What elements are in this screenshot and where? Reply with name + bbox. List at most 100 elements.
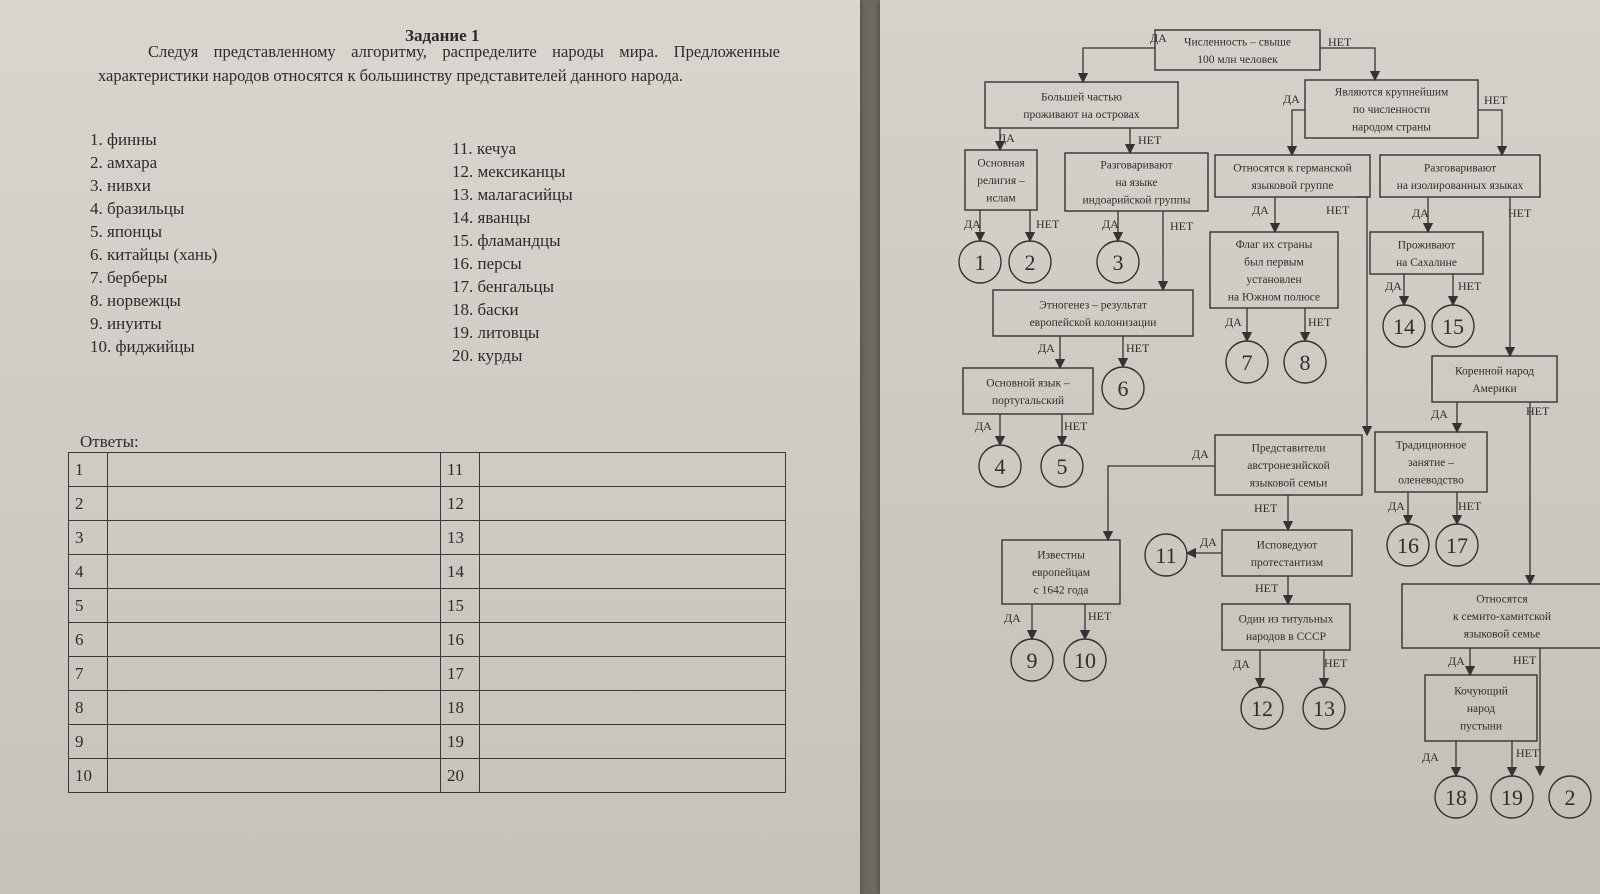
connector-arrow: [1355, 196, 1373, 437]
branch-no-label: НЕТ: [1328, 35, 1352, 49]
node-islam-box: [964, 149, 1038, 211]
answer-cell[interactable]: [107, 554, 441, 589]
leaf-number: 5: [1057, 454, 1068, 479]
answer-cell[interactable]: [479, 758, 786, 793]
row-number: 11: [440, 452, 480, 487]
node-ussr-text: народов в СССР: [1246, 631, 1326, 643]
answer-cell[interactable]: [107, 724, 441, 759]
node-indoaryan-text: индоарийской группы: [1082, 195, 1190, 207]
node-nomad-text: Кочующий: [1454, 686, 1508, 698]
branch-no-label: НЕТ: [1308, 315, 1332, 329]
connector-arrow: [1286, 109, 1305, 157]
node-reindeer-text: оленеводство: [1398, 475, 1464, 487]
branch-no-label: НЕТ: [1138, 133, 1162, 147]
leaf-number: 13: [1313, 696, 1335, 721]
node-reindeer-text: занятие –: [1408, 457, 1454, 469]
leaf-circle: [1101, 366, 1145, 410]
answer-cell[interactable]: [107, 758, 441, 793]
node-reindeer-box: [1374, 431, 1488, 493]
answer-cell[interactable]: [479, 486, 786, 521]
branch-yes-label: ДА: [1004, 611, 1021, 625]
answer-cell[interactable]: [107, 520, 441, 555]
peoples-list-left: 1. финны 2. амхара 3. нивхи 4. бразильцы…: [90, 128, 217, 358]
branch-no-label: НЕТ: [1458, 499, 1482, 513]
list-item: 15. фламандцы: [452, 231, 561, 250]
branch-no-label: НЕТ: [1254, 501, 1278, 515]
answer-cell[interactable]: [479, 690, 786, 725]
leaf-circle: [1386, 523, 1430, 567]
answer-cell[interactable]: [107, 622, 441, 657]
leaf-number: 10: [1074, 648, 1096, 673]
leaf-circle: [1240, 686, 1284, 730]
row-number: 3: [68, 520, 108, 555]
node-largest-text: Являются крупнейшим: [1335, 87, 1449, 99]
answer-cell[interactable]: [107, 486, 441, 521]
branch-no-label: НЕТ: [1324, 656, 1348, 670]
branch-no-label: НЕТ: [1516, 746, 1540, 760]
node-isolated-text: Разговаривают: [1424, 162, 1496, 174]
node-semitic-text: к семито-хамитской: [1453, 611, 1551, 623]
answer-cell[interactable]: [107, 452, 441, 487]
node-nomad-box: [1424, 674, 1538, 742]
connector-arrow: [1077, 47, 1155, 84]
node-ethnogenesis-box: [992, 289, 1194, 337]
list-item: 4. бразильцы: [90, 199, 185, 218]
list-item: 5. японцы: [90, 222, 163, 241]
node-ethnogenesis-text: европейской колонизации: [1030, 317, 1157, 329]
node-indigenous-text: Америки: [1472, 383, 1516, 395]
leaf-circle: [1225, 340, 1269, 384]
branch-no-label: НЕТ: [1036, 217, 1060, 231]
row-number: 2: [68, 486, 108, 521]
leaf-circle: [1302, 686, 1346, 730]
branch-no-label: НЕТ: [1170, 219, 1194, 233]
answer-cell[interactable]: [479, 656, 786, 691]
answer-cell[interactable]: [479, 622, 786, 657]
leaf-number: 3: [1113, 250, 1124, 275]
node-known1642-box: [1001, 539, 1121, 605]
branch-no-label: НЕТ: [1484, 93, 1508, 107]
node-isolated-box: [1379, 154, 1541, 198]
row-number: 17: [440, 656, 480, 691]
node-protestant-text: протестантизм: [1251, 557, 1324, 569]
leaf-circle: [1010, 638, 1054, 682]
answer-cell[interactable]: [479, 554, 786, 589]
list-item: 13. малагасийцы: [452, 185, 573, 204]
answer-cell[interactable]: [107, 588, 441, 623]
row-number: 16: [440, 622, 480, 657]
answer-cell[interactable]: [479, 520, 786, 555]
leaf-number: 12: [1251, 696, 1273, 721]
list-item: 3. нивхи: [90, 176, 151, 195]
answer-cell[interactable]: [479, 452, 786, 487]
list-item: 1. финны: [90, 130, 157, 149]
task-intro: Следуя представленному алгоритму, распре…: [98, 42, 780, 85]
node-ussr-box: [1221, 603, 1351, 651]
node-known1642-text: европейцам: [1032, 567, 1091, 579]
node-austronesian-text: австронезийской: [1247, 460, 1330, 472]
leaf-circle: [1431, 304, 1475, 348]
branch-no-label: НЕТ: [1064, 419, 1088, 433]
leaf-circle: [1063, 638, 1107, 682]
list-item: 2. амхара: [90, 153, 158, 172]
answer-cell[interactable]: [107, 656, 441, 691]
branch-no-label: НЕТ: [1508, 206, 1532, 220]
leaf-circle: [1382, 304, 1426, 348]
answer-cell[interactable]: [479, 724, 786, 759]
node-islam-text: ислам: [986, 193, 1016, 205]
peoples-list-right: 11. кечуа 12. мексиканцы 13. малагасийцы…: [452, 137, 573, 367]
answer-cell[interactable]: [479, 588, 786, 623]
list-item: 8. норвежцы: [90, 291, 181, 310]
leaf-number: 11: [1155, 543, 1176, 568]
node-root-box: [1154, 29, 1321, 71]
list-item: 12. мексиканцы: [452, 162, 566, 181]
answer-cell[interactable]: [107, 690, 441, 725]
node-semitic-text: Относятся: [1476, 594, 1528, 606]
node-root-text: Численность – свыше: [1184, 36, 1291, 48]
node-austronesian-text: языковой семьи: [1250, 478, 1327, 490]
